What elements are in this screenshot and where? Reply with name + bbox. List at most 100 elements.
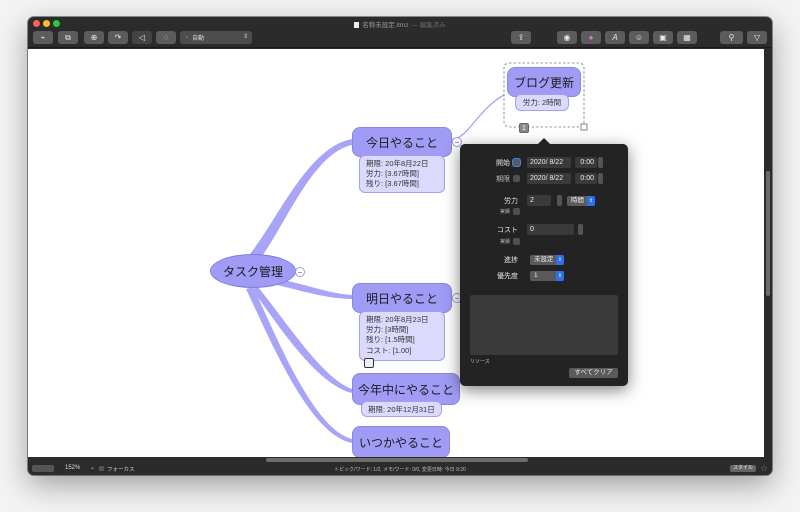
- due-label: 期限: [496, 176, 510, 183]
- start-label: 開始: [496, 160, 510, 167]
- layout-select[interactable]: ◦自動 ⇕: [180, 31, 252, 44]
- task-info-popover: 開始 2020/ 8/22 0:00 期限 2020/ 8/22 0:00 労力…: [460, 138, 628, 386]
- document-info: トピック/ワード: 1/2, メモ/ワード: 0/0, 変更日時: 今日 9:2…: [334, 467, 466, 473]
- collapse-toggle-root[interactable]: [295, 267, 305, 277]
- effort-stepper[interactable]: [557, 195, 562, 206]
- cost-stepper[interactable]: [578, 224, 583, 235]
- focus-label: フォーカス: [107, 467, 135, 473]
- fonts-button[interactable]: A: [605, 31, 625, 44]
- start-checkbox[interactable]: [513, 159, 520, 166]
- callout-button[interactable]: ◌: [156, 31, 176, 44]
- chevron-updown-icon: ⇕: [242, 34, 248, 40]
- start-date-field[interactable]: 2020/ 8/22: [527, 157, 571, 168]
- relationship-button[interactable]: ↷: [108, 31, 128, 44]
- effort-label: 労力: [504, 198, 518, 205]
- close-window-button[interactable]: [33, 20, 40, 27]
- vertical-scroll-thumb[interactable]: [766, 171, 770, 296]
- image-button[interactable]: ▣: [653, 31, 673, 44]
- image-icon: ▣: [659, 33, 667, 42]
- clear-all-button[interactable]: すべてクリア: [569, 368, 618, 378]
- mindmap-canvas[interactable]: タスク管理 今日やること 期限: 20年8月22日 労力: [3.67時間] 残…: [28, 49, 764, 457]
- task-table-button[interactable]: ▦: [677, 31, 697, 44]
- focus-checkbox[interactable]: [99, 466, 104, 471]
- vertical-scrollbar[interactable]: [764, 49, 772, 457]
- horizontal-scroll-thumb[interactable]: [266, 458, 528, 462]
- topic-note-this-year[interactable]: 期限: 20年12月31日: [361, 401, 442, 417]
- cost-actual-checkbox[interactable]: [513, 238, 520, 245]
- progress-select[interactable]: 未設定⇕: [530, 255, 564, 265]
- minimize-window-button[interactable]: [43, 20, 50, 27]
- resource-textarea[interactable]: [470, 295, 618, 355]
- font-icon: A: [612, 33, 618, 42]
- share-icon: ⇪: [517, 33, 525, 42]
- topic-this-year[interactable]: 今年中にやること: [352, 373, 460, 405]
- effort-actual-label: 実績: [500, 209, 511, 215]
- chevron-updown-icon: ⇕: [556, 255, 564, 265]
- emoji-icon: ☺: [634, 33, 644, 42]
- document-icon: [354, 22, 360, 28]
- add-floating-topic-button[interactable]: ⊕: [84, 31, 104, 44]
- task-table-icon: ▦: [683, 33, 691, 42]
- due-date-field[interactable]: 2020/ 8/22: [527, 173, 571, 184]
- horizontal-scrollbar[interactable]: [28, 457, 764, 463]
- effort-actual-checkbox[interactable]: [513, 208, 520, 215]
- chevron-updown-icon: ⇕: [587, 196, 595, 206]
- add-topic-icon: ⌁: [40, 33, 46, 42]
- cost-actual-label: 実績: [500, 239, 511, 245]
- chevron-updown-icon: ⇕: [556, 271, 564, 281]
- window-title: 名称未設定.itmz— 編集済み: [28, 19, 772, 29]
- due-checkbox[interactable]: [513, 175, 520, 182]
- app-window: 名称未設定.itmz— 編集済み ⌁ ⧉ ⊕ ↷ ◁ ◌ ◦自動 ⇕ ⇪ ◉ ●…: [28, 17, 772, 475]
- add-subtopic-icon: ⧉: [65, 32, 71, 42]
- start-time-stepper[interactable]: [598, 157, 603, 168]
- format-icon: ◉: [563, 33, 571, 42]
- add-topic-button[interactable]: ⌁: [33, 31, 53, 44]
- topic-someday[interactable]: いつかやること: [352, 426, 450, 457]
- zoom-window-button[interactable]: [53, 20, 60, 27]
- boundary-icon: ◁: [138, 33, 146, 42]
- topic-note-blog-update[interactable]: 労力: 2時間: [515, 94, 569, 111]
- filter-button[interactable]: ▽: [747, 31, 767, 44]
- callout-icon: ◌: [163, 33, 169, 42]
- style-button[interactable]: スタイル: [730, 465, 756, 472]
- boundary-button[interactable]: ◁: [132, 31, 152, 44]
- topic-note-today[interactable]: 期限: 20年8月22日 労力: [3.67時間] 残り: [3.67時間]: [359, 155, 445, 193]
- progress-icon: [364, 358, 374, 368]
- add-subtopic-button[interactable]: ⧉: [58, 31, 78, 44]
- topic-tomorrow[interactable]: 明日やること: [352, 283, 452, 313]
- collapse-toggle-today[interactable]: [452, 137, 462, 147]
- chevron-down-icon[interactable]: ⌄: [90, 465, 96, 471]
- search-icon: ⚲: [728, 33, 735, 42]
- colors-button[interactable]: ●: [581, 31, 601, 44]
- due-time-field[interactable]: 0:00: [575, 173, 597, 184]
- format-button[interactable]: ◉: [557, 31, 577, 44]
- effort-unit-select[interactable]: 時間⇕: [567, 196, 595, 206]
- zoom-level[interactable]: 152%: [65, 465, 81, 471]
- root-topic[interactable]: タスク管理: [210, 254, 296, 288]
- start-time-field[interactable]: 0:00: [575, 157, 597, 168]
- filter-icon: ▽: [753, 33, 761, 42]
- cost-field[interactable]: 0: [527, 224, 574, 235]
- title-bar: 名称未設定.itmz— 編集済み: [28, 17, 772, 30]
- color-wheel-icon: ●: [588, 33, 594, 42]
- branch-lines: [246, 62, 588, 443]
- resource-label: リソース: [470, 359, 490, 365]
- add-floating-icon: ⊕: [90, 33, 98, 42]
- status-bar: 152% ⌄ フォーカス トピック/ワード: 1/2, メモ/ワード: 0/0,…: [28, 463, 772, 475]
- emoji-button[interactable]: ☺: [629, 31, 649, 44]
- relationship-icon: ↷: [114, 33, 122, 42]
- topic-today[interactable]: 今日やること: [352, 127, 452, 157]
- due-time-stepper[interactable]: [598, 173, 603, 184]
- search-button[interactable]: ⚲: [720, 31, 743, 44]
- priority-select[interactable]: 1⇕: [530, 271, 564, 281]
- progress-label: 進捗: [504, 257, 518, 264]
- topic-blog-update[interactable]: ブログ更新: [507, 67, 581, 97]
- toolbar: ⌁ ⧉ ⊕ ↷ ◁ ◌ ◦自動 ⇕ ⇪ ◉ ● A ☺ ▣ ▦ ⚲ ▽: [28, 30, 772, 48]
- priority-badge: 1: [519, 123, 529, 133]
- star-icon[interactable]: ☆: [760, 463, 769, 473]
- effort-field[interactable]: 2: [527, 195, 551, 206]
- priority-label: 優先度: [497, 273, 518, 280]
- topic-note-tomorrow[interactable]: 期限: 20年8月23日 労力: [3時間] 残り: [1.5時間] コスト: …: [359, 311, 445, 361]
- share-button[interactable]: ⇪: [511, 31, 531, 44]
- view-mode-button[interactable]: [32, 465, 54, 472]
